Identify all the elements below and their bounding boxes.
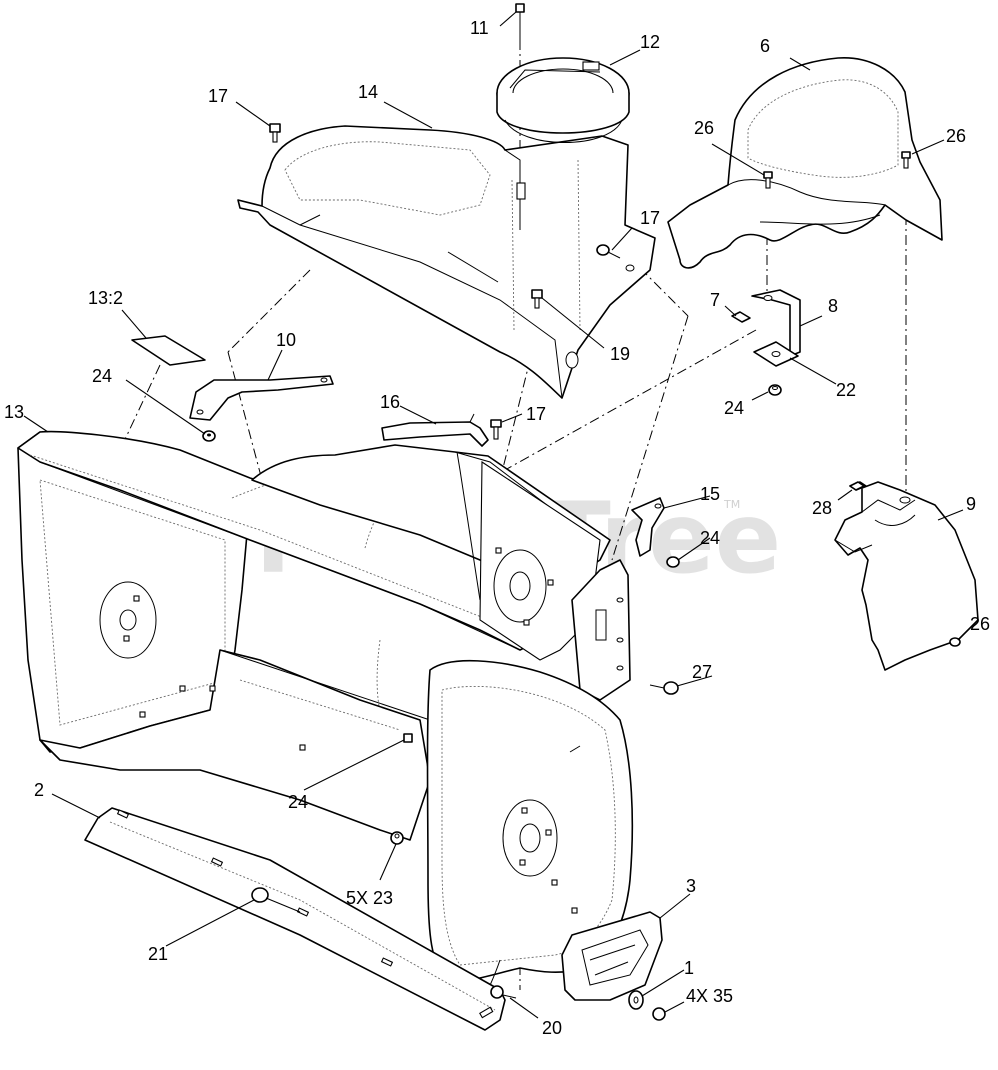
callout-24: 24 [92,366,112,386]
callout-13-2: 13:2 [88,288,123,308]
scraper-bar-part-2 [84,807,506,1031]
housing-part-13 [17,430,634,991]
callout-21: 21 [148,944,168,964]
washer-part-1 [628,990,644,1010]
nut-part-35 [652,1007,666,1021]
watermark-trademark: TM [723,498,740,511]
skid-shoe-part-3 [561,911,663,1001]
leader-lines [23,11,971,1019]
callout-11: 11 [470,18,489,38]
clip-part-28 [849,481,865,491]
bracket-part-15 [631,497,665,557]
callout-13: 13 [4,402,24,422]
callout-9: 9 [966,494,976,514]
callout-17: 17 [208,86,228,106]
callout-15: 15 [700,484,720,504]
nut-part-24-floor [403,733,413,743]
callout-12: 12 [640,32,660,52]
callout-labels: 11 12 6 17 14 26 26 17 13:2 10 7 8 19 24… [4,18,990,1038]
callout-10: 10 [276,330,296,350]
chute-ring-part-12 [496,57,630,143]
callout-26: 26 [694,118,714,138]
bracket-part-10 [189,375,334,421]
callout-4x-35: 4X 35 [686,986,733,1006]
callout-8: 8 [828,296,838,316]
callout-24: 24 [724,398,744,418]
callout-5x-23: 5X 23 [346,888,393,908]
callout-28: 28 [812,498,832,518]
callout-26: 26 [970,614,990,634]
chute-base-part-14 [237,125,656,399]
callout-2: 2 [34,780,44,800]
carriage-bolt-part-21 [251,887,301,913]
callout-20: 20 [542,1018,562,1038]
bolt-part-27 [649,681,679,695]
callout-14: 14 [358,82,378,102]
callout-6: 6 [760,36,770,56]
nut-part-24-15 [666,556,680,568]
bolt-part-17-top [269,123,281,143]
callout-17: 17 [640,208,660,228]
callout-7: 7 [710,290,720,310]
deflector-part-6 [667,57,943,269]
callout-3: 3 [686,876,696,896]
screw-part-26-side [949,637,961,647]
bolt-part-20 [490,985,517,999]
bolt-part-17-chute [596,244,621,259]
bolt-part-19 [531,289,543,309]
callout-19: 19 [610,344,630,364]
nut-part-24-right [768,384,782,396]
clip-part-7 [731,311,751,323]
bolt-part-11 [515,3,526,200]
nut-part-23 [390,831,404,845]
bolt-part-17-mid [490,419,502,440]
callout-22: 22 [836,380,856,400]
callout-27: 27 [692,662,712,682]
callout-24: 24 [288,792,308,812]
plate-part-22 [753,341,799,367]
callout-17: 17 [526,404,546,424]
callout-26: 26 [946,126,966,146]
callout-1: 1 [684,958,694,978]
handle-part-16 [381,413,489,447]
pad-part-13-2 [131,335,206,366]
callout-16: 16 [380,392,400,412]
callout-24: 24 [700,528,720,548]
nut-part-24-left [202,430,216,442]
